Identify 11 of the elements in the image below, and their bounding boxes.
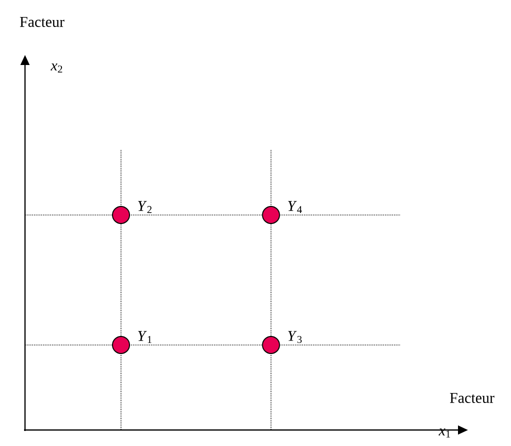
point-label: Y$_{4}$ xyxy=(288,201,302,213)
point-marker xyxy=(112,336,130,354)
point-label: Y$_{1}$ xyxy=(138,331,152,343)
point-marker xyxy=(262,336,280,354)
point-label: Y$_{3}$ xyxy=(288,330,302,344)
axis-label: x$_{2}$ xyxy=(50,63,62,72)
point-marker xyxy=(112,206,130,224)
axis-title: Facteur xyxy=(450,393,494,403)
point-label: Y$_{2}$ xyxy=(138,201,152,213)
axis-title: Facteur xyxy=(20,17,64,27)
point-marker xyxy=(262,206,280,224)
